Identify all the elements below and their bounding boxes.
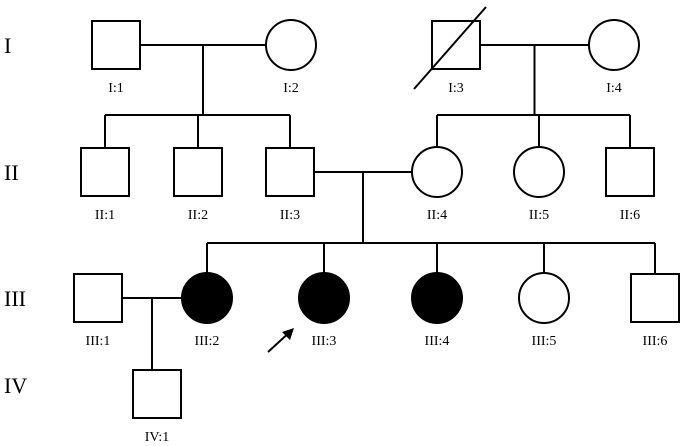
male-i-1	[91, 20, 141, 70]
label-i-1: I:1	[108, 81, 124, 96]
label-ii-6: II:6	[620, 208, 640, 223]
male-iii-1	[73, 273, 123, 323]
proband-arrow-icon	[282, 328, 294, 340]
label-ii-4: II:4	[427, 208, 447, 223]
pedigree-lines	[104, 44, 656, 370]
male-ii-6	[605, 147, 655, 197]
generation-label-iv: IV	[4, 373, 27, 398]
male-iii-6	[630, 273, 680, 323]
female-ii-5	[513, 146, 565, 198]
female-iii-3	[298, 272, 350, 324]
female-i-4	[588, 19, 640, 71]
label-iii-4: III:4	[425, 334, 450, 349]
label-i-2: I:2	[283, 81, 299, 96]
label-iii-6: III:6	[643, 334, 668, 349]
female-iii-5	[518, 272, 570, 324]
label-ii-1: II:1	[95, 208, 115, 223]
male-ii-1	[80, 147, 130, 197]
female-i-2	[265, 19, 317, 71]
female-iii-2	[181, 272, 233, 324]
female-iii-4	[411, 272, 463, 324]
label-ii-2: II:2	[188, 208, 208, 223]
label-i-3: I:3	[448, 81, 464, 96]
label-iii-5: III:5	[532, 334, 557, 349]
label-iii-1: III:1	[86, 334, 111, 349]
label-iv-1: IV:1	[145, 430, 170, 445]
generation-label-i: I	[4, 33, 11, 58]
generation-label-ii: II	[4, 160, 19, 185]
male-iv-1	[132, 369, 182, 419]
male-ii-2	[173, 147, 223, 197]
male-i-3	[431, 20, 481, 70]
generation-label-iii: III	[4, 286, 26, 311]
label-iii-2: III:2	[195, 334, 220, 349]
label-iii-3: III:3	[312, 334, 337, 349]
label-i-4: I:4	[606, 81, 622, 96]
deceased-slash-i-3	[413, 6, 487, 90]
label-ii-5: II:5	[529, 208, 549, 223]
pedigree-marks	[267, 6, 487, 353]
label-ii-3: II:3	[280, 208, 300, 223]
male-ii-3	[265, 147, 315, 197]
female-ii-4	[411, 146, 463, 198]
pedigree-labels: I:1 I:2 I:3 I:4II:1 II:2 II:3 II:4 II:5 II:6III:…	[86, 81, 668, 445]
pedigree-individuals	[73, 19, 680, 419]
